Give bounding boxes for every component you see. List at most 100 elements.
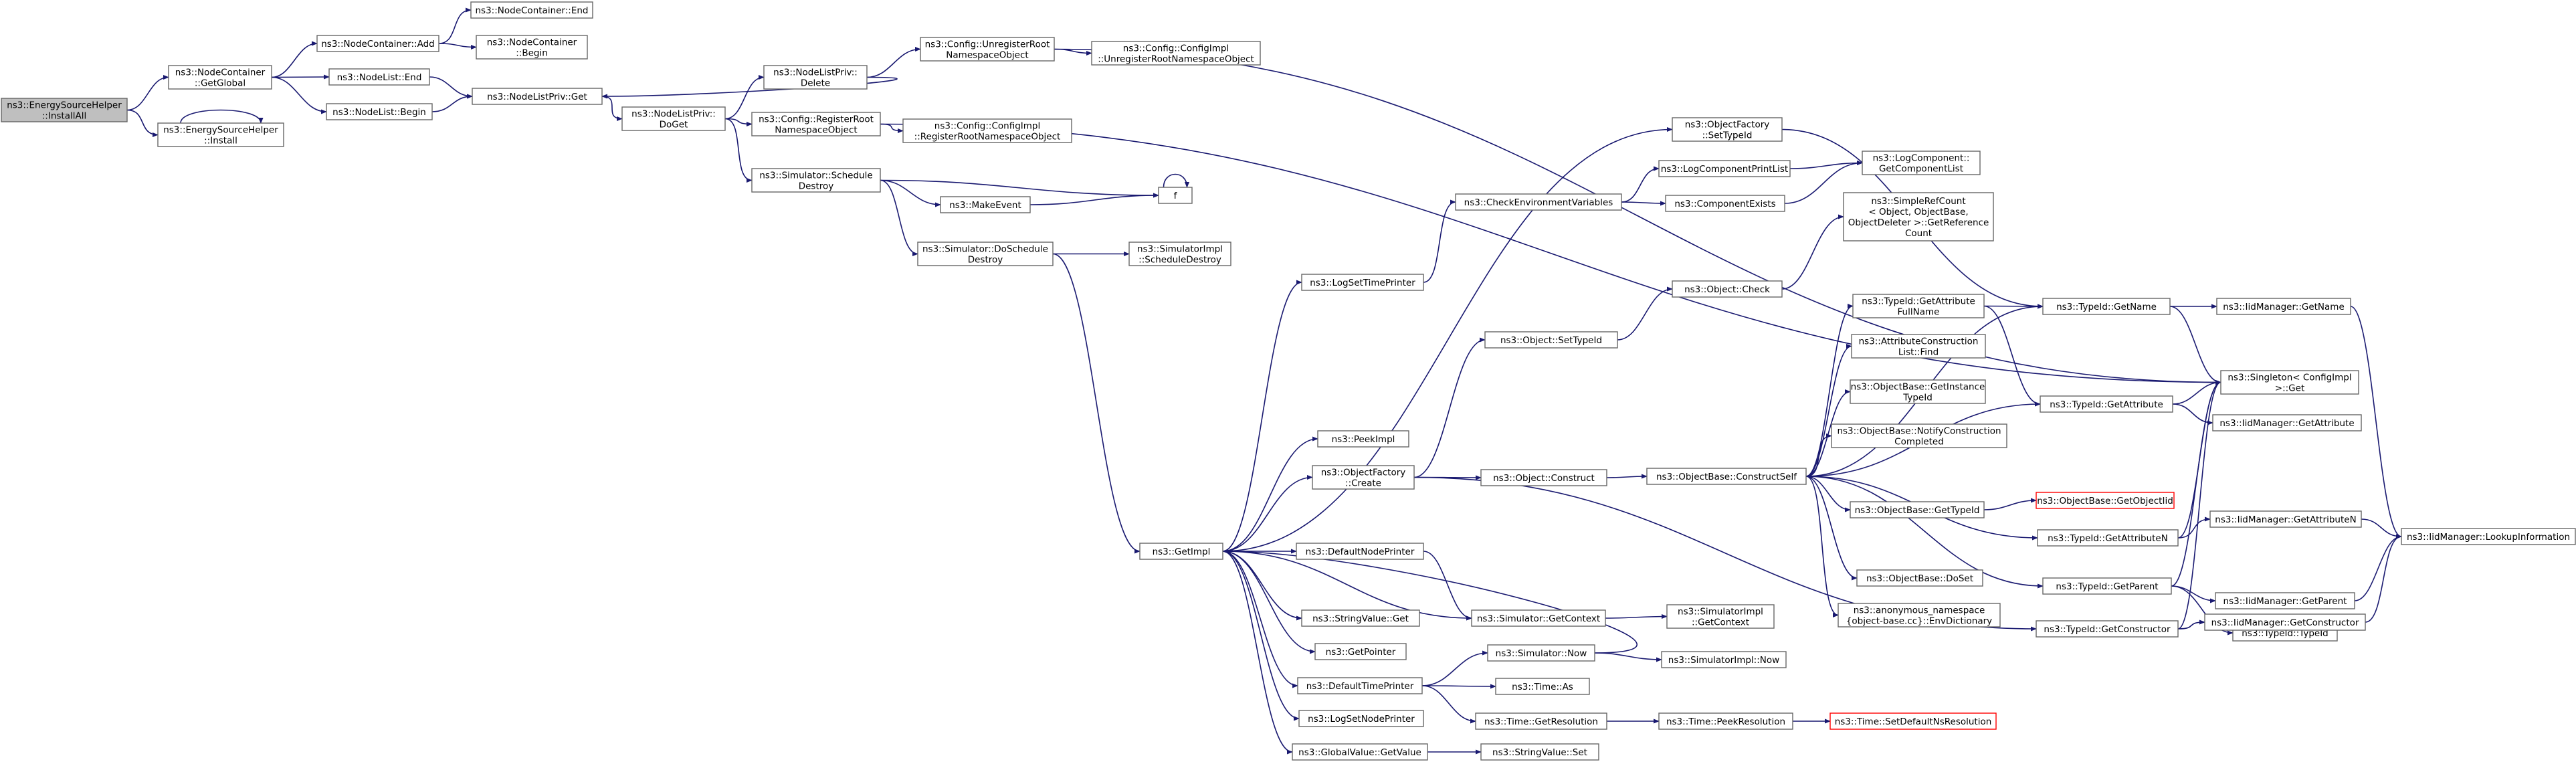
node-label: ns3::Object::Construct xyxy=(1493,473,1595,484)
function-node[interactable]: ns3::IidManager::GetParent xyxy=(2215,592,2355,609)
node-label: ns3::NodeList::Begin xyxy=(332,107,426,118)
node-label: ns3::LogComponent:: xyxy=(1873,153,1970,164)
function-node[interactable]: ns3::TypeId::GetAttribute xyxy=(2040,395,2173,413)
function-node[interactable]: ns3::LogSetNodePrinter xyxy=(1298,710,1424,727)
function-node[interactable]: ns3::IidManager::GetName xyxy=(2216,298,2351,315)
call-edge xyxy=(1029,193,1159,205)
function-node[interactable]: f xyxy=(1158,187,1193,204)
function-node[interactable]: ns3::SimulatorImpl::ScheduleDestroy xyxy=(1128,242,1231,266)
function-node[interactable]: ns3::NodeListPriv::Delete xyxy=(763,65,868,90)
function-node[interactable]: ns3::ObjectBase::ConstructSelf xyxy=(1646,468,1807,485)
function-node[interactable]: ns3::PeekImpl xyxy=(1317,430,1409,448)
function-node[interactable]: ns3::TypeId::GetName xyxy=(2042,298,2171,315)
node-label: ns3::NodeContainer::End xyxy=(476,5,589,16)
function-node[interactable]: ns3::CheckEnvironmentVariables xyxy=(1455,193,1622,211)
call-edge xyxy=(866,46,921,78)
node-box xyxy=(940,196,1031,213)
function-node[interactable]: ns3::MakeEvent xyxy=(940,196,1031,213)
function-node[interactable]: ns3::IidManager::GetAttribute xyxy=(2212,414,2362,431)
node-label: ns3::DefaultTimePrinter xyxy=(1306,681,1414,692)
function-node[interactable]: ns3::EnergySourceHelper::InstallAll xyxy=(1,98,128,122)
function-node[interactable]: ns3::LogComponentPrintList xyxy=(1658,160,1791,177)
node-label: ::Install xyxy=(204,136,237,147)
function-node[interactable]: ns3::DefaultNodePrinter xyxy=(1296,543,1424,560)
node-label: ns3::NodeContainer::Add xyxy=(321,39,434,50)
function-node[interactable]: ns3::NodeContainer::GetGlobal xyxy=(168,65,272,90)
function-node[interactable]: ns3::Object::SetTypeId xyxy=(1484,331,1618,349)
call-edge xyxy=(880,179,941,207)
function-node[interactable]: ns3::NodeContainer::Add xyxy=(316,35,439,52)
function-node[interactable]: ns3::NodeContainer::Begin xyxy=(476,35,588,60)
function-node[interactable]: ns3::Config::UnregisterRootNamespaceObje… xyxy=(920,37,1055,62)
node-box xyxy=(1091,41,1261,66)
node-label: ns3::LogSetTimePrinter xyxy=(1310,278,1415,288)
function-node[interactable]: ns3::ComponentExists xyxy=(1665,195,1785,212)
node-label: ns3::GlobalValue::GetValue xyxy=(1298,747,1421,758)
function-node[interactable]: ns3::IidManager::LookupInformation xyxy=(2401,528,2576,545)
function-node[interactable]: ns3::LogComponent::GetComponentList xyxy=(1862,151,1981,175)
function-node[interactable]: ns3::EnergySourceHelper::Install xyxy=(157,122,284,147)
function-node[interactable]: ns3::Time::GetResolution xyxy=(1475,712,1607,730)
node-label: ::RegisterRootNamespaceObject xyxy=(914,132,1061,142)
function-node[interactable]: ns3::Singleton< ConfigImpl>::Get xyxy=(2220,370,2359,395)
node-box xyxy=(763,65,868,90)
function-node[interactable]: ns3::TypeId::GetParent xyxy=(2042,577,2172,595)
function-node[interactable]: ns3::Config::ConfigImpl::UnregisterRootN… xyxy=(1091,41,1261,66)
function-node[interactable]: ns3::NodeList::End xyxy=(328,68,430,86)
function-node[interactable]: ns3::Simulator::ScheduleDestroy xyxy=(751,168,881,193)
function-node[interactable]: ns3::ObjectBase::DoSet xyxy=(1856,569,1983,587)
call-edge xyxy=(724,74,765,120)
function-node[interactable]: ns3::anonymous_namespace{object-base.cc}… xyxy=(1838,603,2001,628)
function-node[interactable]: ns3::DefaultTimePrinter xyxy=(1297,677,1423,694)
function-node[interactable]: ns3::LogSetTimePrinter xyxy=(1301,274,1424,291)
function-node[interactable]: ns3::Simulator::Now xyxy=(1487,644,1595,662)
function-node[interactable]: ns3::NodeContainer::End xyxy=(470,1,593,19)
function-node[interactable]: ns3::ObjectFactory::SetTypeId xyxy=(1672,117,1783,142)
function-node[interactable]: ns3::ObjectBase::NotifyConstructionCompl… xyxy=(1831,423,2007,448)
node-box xyxy=(2220,370,2359,395)
function-node[interactable]: ns3::GetPointer xyxy=(1314,643,1407,660)
function-node[interactable]: ns3::TypeId::GetAttributeN xyxy=(2037,529,2179,547)
function-node[interactable]: ns3::Config::ConfigImpl::RegisterRootNam… xyxy=(902,118,1072,143)
function-node[interactable]: ns3::Config::RegisterRootNamespaceObject xyxy=(751,112,881,136)
function-node[interactable]: ns3::NodeListPriv::DoGet xyxy=(621,106,726,131)
call-edge xyxy=(1222,549,1638,654)
call-edge xyxy=(1805,476,1839,618)
function-node[interactable]: ns3::GetImpl xyxy=(1139,543,1223,560)
function-node[interactable]: ns3::NodeList::Begin xyxy=(326,103,433,120)
function-node[interactable]: ns3::SimpleRefCount< Object, ObjectBase,… xyxy=(1843,192,1994,242)
function-node[interactable]: ns3::GlobalValue::GetValue xyxy=(1292,743,1428,761)
function-node[interactable]: ns3::IidManager::GetConstructor xyxy=(2204,613,2366,631)
function-node[interactable]: ns3::Time::SetDefaultNsResolution xyxy=(1829,712,1997,730)
function-node[interactable]: ns3::NodeListPriv::Get xyxy=(472,88,603,105)
function-node[interactable]: ns3::Time::As xyxy=(1495,678,1590,695)
function-node[interactable]: ns3::ObjectFactory::Create xyxy=(1312,465,1415,490)
function-node[interactable]: ns3::SimulatorImpl::Now xyxy=(1661,651,1787,668)
function-node[interactable]: ns3::StringValue::Get xyxy=(1301,609,1420,627)
node-label: ns3::ObjectBase::NotifyConstruction xyxy=(1837,426,2001,437)
function-node[interactable]: ns3::Object::Construct xyxy=(1480,469,1607,486)
function-node[interactable]: ns3::ObjectBase::GetTypeId xyxy=(1850,501,1985,518)
function-node[interactable]: ns3::Time::PeekResolution xyxy=(1658,712,1793,730)
node-label: ns3::PeekImpl xyxy=(1332,434,1395,445)
function-node[interactable]: ns3::StringValue::Set xyxy=(1480,743,1599,761)
call-edge xyxy=(1052,253,1141,554)
call-edge xyxy=(1054,48,2221,385)
function-node[interactable]: ns3::Simulator::GetContext xyxy=(1471,609,1606,627)
call-edge xyxy=(1413,337,1486,478)
node-box xyxy=(1850,501,1985,518)
node-label: < Object, ObjectBase, xyxy=(1868,207,1968,217)
function-node[interactable]: ns3::Object::Check xyxy=(1672,280,1783,298)
node-box xyxy=(1672,280,1783,298)
function-node[interactable]: ns3::TypeId::GetConstructor xyxy=(2036,620,2179,638)
function-node[interactable]: ns3::SimulatorImpl::GetContext xyxy=(1666,604,1775,629)
node-label: Delete xyxy=(801,78,830,89)
function-node[interactable]: ns3::ObjectBase::GetObjectIid xyxy=(2036,492,2175,509)
node-label: ns3::Time::GetResolution xyxy=(1484,716,1598,727)
function-node[interactable]: ns3::IidManager::GetAttributeN xyxy=(2209,510,2362,528)
call-edge xyxy=(2361,518,2402,539)
